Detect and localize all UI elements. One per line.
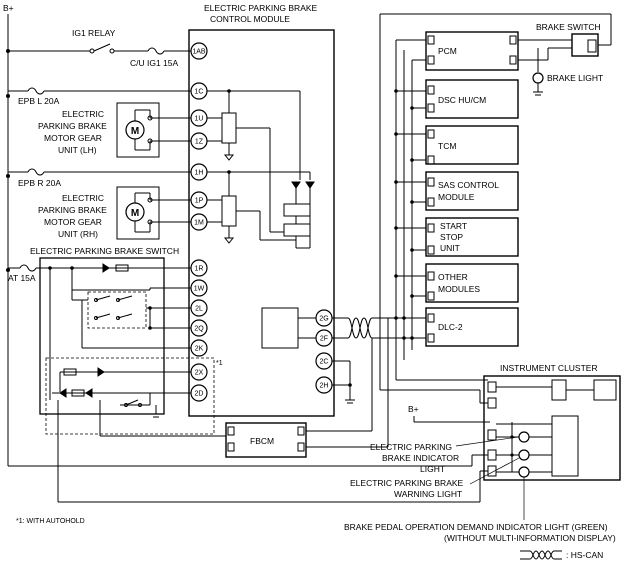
motor-lh-2: PARKING BRAKE: [38, 121, 107, 131]
motor-rh: [116, 186, 160, 240]
dlc-label: DLC-2: [438, 322, 463, 332]
brake-light-label: BRAKE LIGHT: [547, 73, 603, 83]
pin-1c: 1C: [195, 89, 204, 96]
module-start-stop: START STOP UNIT: [425, 217, 519, 257]
pin-2q: 2Q: [194, 326, 204, 333]
sas-label-1: SAS CONTROL: [438, 180, 499, 190]
fuse-epb-l: EPB L 20A: [18, 96, 60, 106]
motor-lh-1: ELECTRIC: [62, 109, 104, 119]
dsc-label: DSC HU/CM: [438, 95, 486, 105]
brake-pedal-2: (WITHOUT MULTI-INFORMATION DISPLAY): [444, 533, 616, 543]
bplus-label: B+: [3, 3, 14, 13]
module-other: OTHER MODULES: [425, 263, 519, 303]
module-tcm: TCM: [425, 125, 519, 165]
epb-indicator-3: LIGHT: [420, 464, 445, 474]
cluster-label: INSTRUMENT CLUSTER: [500, 363, 598, 373]
pcm-label: PCM: [438, 46, 457, 56]
pin-1r: 1R: [195, 266, 204, 273]
svg-text:M: M: [131, 208, 139, 219]
pin-1z: 1Z: [195, 139, 204, 146]
brake-pedal-1: BRAKE PEDAL OPERATION DEMAND INDICATOR L…: [344, 522, 608, 532]
fbcm-label: FBCM: [250, 436, 274, 446]
epb-indicator-2: BRAKE INDICATOR: [382, 453, 459, 463]
brake-switch-box: [571, 33, 599, 57]
epb-indicator-1: ELECTRIC PARKING: [370, 442, 452, 452]
pin-2g: 2G: [319, 316, 328, 323]
epb-warning-2: WARNING LIGHT: [394, 489, 462, 499]
motor-lh: [116, 102, 160, 158]
start-stop-3: UNIT: [440, 243, 460, 253]
epb-indicator-bulb: [518, 431, 530, 443]
module-pins: 1AB 1C 1U 1Z 1H 1P 1M 1R 1W 2L 2Q 2K 2X …: [190, 42, 208, 402]
epb-switch-box: [39, 257, 165, 415]
epb-warning-bulb: [518, 449, 530, 461]
epb-switch-label: ELECTRIC PARKING BRAKE SWITCH: [30, 246, 179, 256]
pin-1m: 1M: [194, 220, 204, 227]
pin-2k: 2K: [195, 346, 204, 353]
start-stop-2: STOP: [440, 232, 463, 242]
pin-2f: 2F: [320, 336, 328, 343]
pin-2l: 2L: [195, 306, 203, 313]
pin-2d: 2D: [195, 391, 204, 398]
fuse-cu-ig1: C/U IG1 15A: [130, 58, 179, 68]
other-label-2: MODULES: [438, 284, 480, 294]
motor-rh-4: UNIT (RH): [58, 229, 98, 239]
fuse-epb-r: EPB R 20A: [18, 178, 61, 188]
hs-can-label: : HS-CAN: [566, 550, 603, 560]
motor-lh-4: UNIT (LH): [58, 145, 97, 155]
epb-warning-1: ELECTRIC PARKING BRAKE: [350, 478, 464, 488]
start-stop-1: START: [440, 221, 467, 231]
pin-2h: 2H: [320, 383, 329, 390]
brake-switch-label: BRAKE SWITCH: [536, 22, 601, 32]
motor-rh-2: PARKING BRAKE: [38, 205, 107, 215]
module-sas: SAS CONTROL MODULE: [425, 171, 519, 211]
fuse-at: AT 15A: [8, 273, 36, 283]
ig1-relay-label: IG1 RELAY: [72, 28, 116, 38]
switch-contacts: [87, 291, 147, 329]
svg-text:M: M: [131, 126, 139, 137]
module-dsc: DSC HU/CM: [425, 79, 519, 119]
footnote: *1: WITH AUTOHOLD: [16, 518, 85, 525]
other-label-1: OTHER: [438, 272, 468, 282]
pin-1w: 1W: [194, 286, 205, 293]
epb-module-title-2: CONTROL MODULE: [210, 14, 290, 24]
tcm-label: TCM: [438, 141, 456, 151]
autohold-marker: *1: [216, 360, 223, 367]
autohold-region: [45, 357, 215, 435]
brake-pedal-bulb: [518, 466, 530, 478]
module-dlc2: DLC-2: [425, 307, 519, 347]
pin-2x: 2X: [195, 370, 204, 377]
pin-1ab: 1AB: [192, 49, 206, 56]
motor-rh-1: ELECTRIC: [62, 193, 104, 203]
brake-light-icon: [532, 72, 544, 84]
can-transceiver: [261, 307, 299, 349]
epb-module-title-1: ELECTRIC PARKING BRAKE: [204, 3, 318, 13]
motor-lh-3: MOTOR GEAR: [44, 133, 102, 143]
pin-1u: 1U: [195, 116, 204, 123]
epb-control-module: [188, 29, 335, 417]
motor-rh-3: MOTOR GEAR: [44, 217, 102, 227]
fbcm-box: [225, 422, 307, 458]
pin-1p: 1P: [195, 198, 204, 205]
bplus-cluster: B+: [408, 404, 419, 414]
hs-can-legend: : HS-CAN: [520, 550, 603, 560]
module-pcm: PCM: [425, 31, 519, 71]
sas-label-2: MODULE: [438, 192, 475, 202]
pin-1h: 1H: [195, 170, 204, 177]
pin-2c: 2C: [320, 359, 329, 366]
